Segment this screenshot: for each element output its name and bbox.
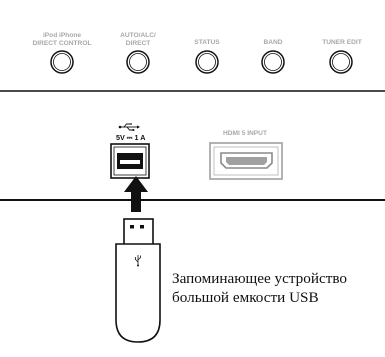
label-tuner-edit: TUNER EDIT	[322, 39, 362, 46]
hdmi-5-input-label: HDMI 5 INPUT	[223, 130, 267, 137]
usb-icon	[118, 123, 140, 131]
button-auto-alc-direct[interactable]	[126, 50, 150, 74]
caption-line-1: Запоминающее устройство	[172, 270, 348, 287]
button-tuner-edit[interactable]	[329, 50, 353, 74]
label-ipod-direct-control: iPod iPhone DIRECT CONTROL	[32, 32, 92, 47]
button-band[interactable]	[261, 50, 285, 74]
panel-buttons	[50, 50, 353, 74]
usb-storage-caption: Запоминающее устройство большой емкости …	[172, 270, 347, 307]
usb-flash-drive	[115, 218, 161, 343]
usb-drive-plug	[123, 218, 154, 246]
insert-arrow	[124, 176, 148, 212]
usb-port[interactable]	[110, 143, 150, 179]
usb-rating-label: 5V ⎓ 1 A	[116, 133, 146, 142]
button-ipod-direct-control[interactable]	[50, 50, 74, 74]
label-status: STATUS	[194, 39, 220, 46]
hdmi-5-input-port[interactable]	[209, 142, 283, 180]
label-band: BAND	[263, 39, 283, 46]
button-status[interactable]	[195, 50, 219, 74]
label-auto-alc-direct: AUTO/ALC/ DIRECT	[120, 32, 156, 47]
usb-drive-body	[115, 243, 161, 343]
usb-drive-symbol-icon	[135, 255, 141, 267]
caption-line-2: большой емкости USB	[172, 288, 319, 306]
